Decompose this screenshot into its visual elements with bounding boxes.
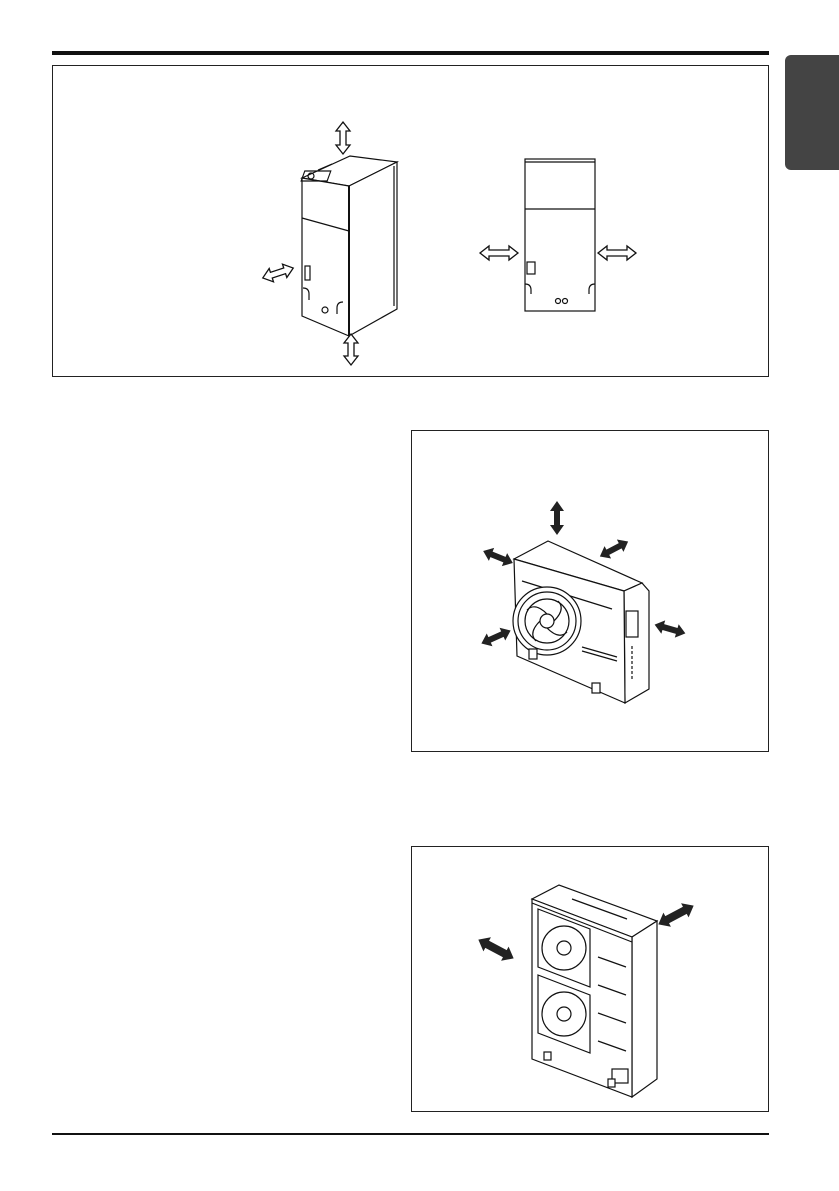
arrow-front [479, 624, 514, 650]
language-tab [785, 55, 839, 170]
arrow-top [336, 122, 350, 154]
indoor-unit-drawing [53, 66, 770, 378]
indoor-unit-figure [52, 65, 769, 377]
arrow-front [475, 933, 518, 966]
arrow-front-left [480, 246, 518, 260]
arrow-front-right [598, 246, 636, 260]
outdoor-unit-single-fan-figure [411, 430, 769, 752]
bottom-rule [52, 1133, 769, 1135]
arrow-back [655, 899, 698, 932]
outdoor-unit-single-fan-drawing [412, 431, 770, 753]
arrow-top [550, 501, 564, 535]
outdoor-unit-dual-fan-figure [411, 846, 769, 1112]
top-rule [52, 51, 769, 55]
indoor-unit-perspective-view [301, 156, 397, 336]
outdoor-unit-dual-fan-drawing [412, 847, 770, 1113]
arrow-left-back [481, 545, 516, 570]
indoor-unit-front-view [525, 159, 595, 311]
arrow-right-back [597, 535, 632, 562]
arrow-bottom [344, 334, 358, 365]
arrow-left-perspective [261, 261, 296, 284]
arrow-right-side [653, 618, 688, 640]
